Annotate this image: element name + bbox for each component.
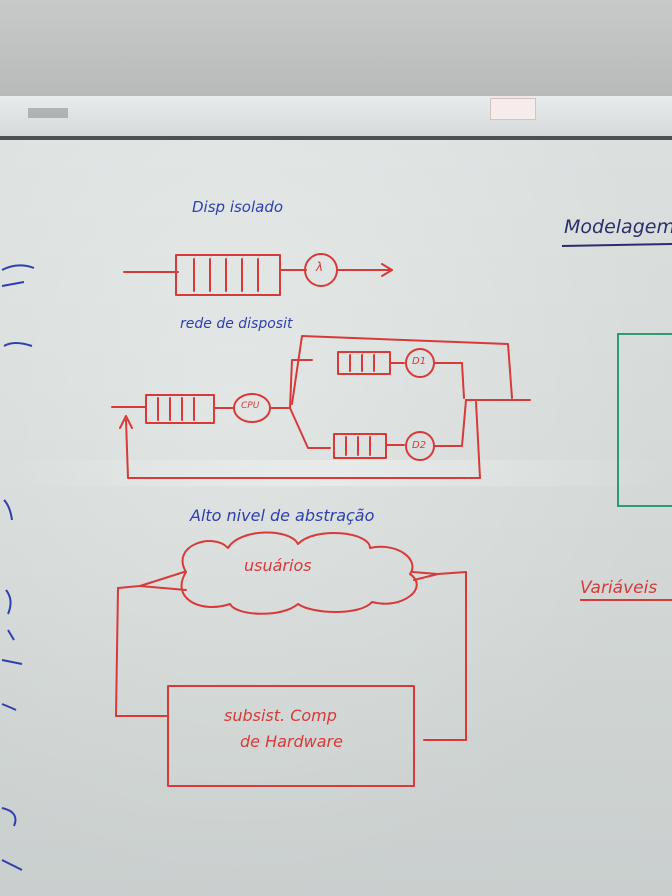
modelagem-heading: Modelagem — [564, 216, 672, 238]
green-box — [617, 333, 672, 507]
left-edge-scribbles — [1, 264, 35, 871]
isolated-device-diagram — [123, 253, 393, 296]
cloud-users-label: usuários — [244, 556, 312, 575]
sticker-label — [490, 98, 536, 120]
abstraction-title: Alto nivel de abstração — [190, 506, 375, 525]
heading-underline — [561, 243, 672, 247]
device-network-diagram — [111, 335, 531, 479]
d2-label: D2 — [412, 440, 427, 451]
hardware-box-line2: de Hardware — [240, 732, 343, 751]
cpu-label: CPU — [241, 401, 260, 411]
server-lambda-label: λ — [316, 260, 324, 274]
abstraction-diagram — [115, 531, 467, 787]
hardware-box-line1: subsist. Comp — [224, 706, 337, 725]
isolated-device-title: Disp isolado — [192, 198, 284, 216]
wall-background — [0, 0, 672, 100]
light-glare — [0, 460, 672, 486]
whiteboard-top-rail — [0, 96, 672, 140]
network-title: rede de disposit — [180, 316, 293, 332]
d1-label: D1 — [412, 356, 427, 367]
brand-logo — [28, 108, 68, 118]
variaveis-heading: Variáveis — [580, 578, 658, 598]
